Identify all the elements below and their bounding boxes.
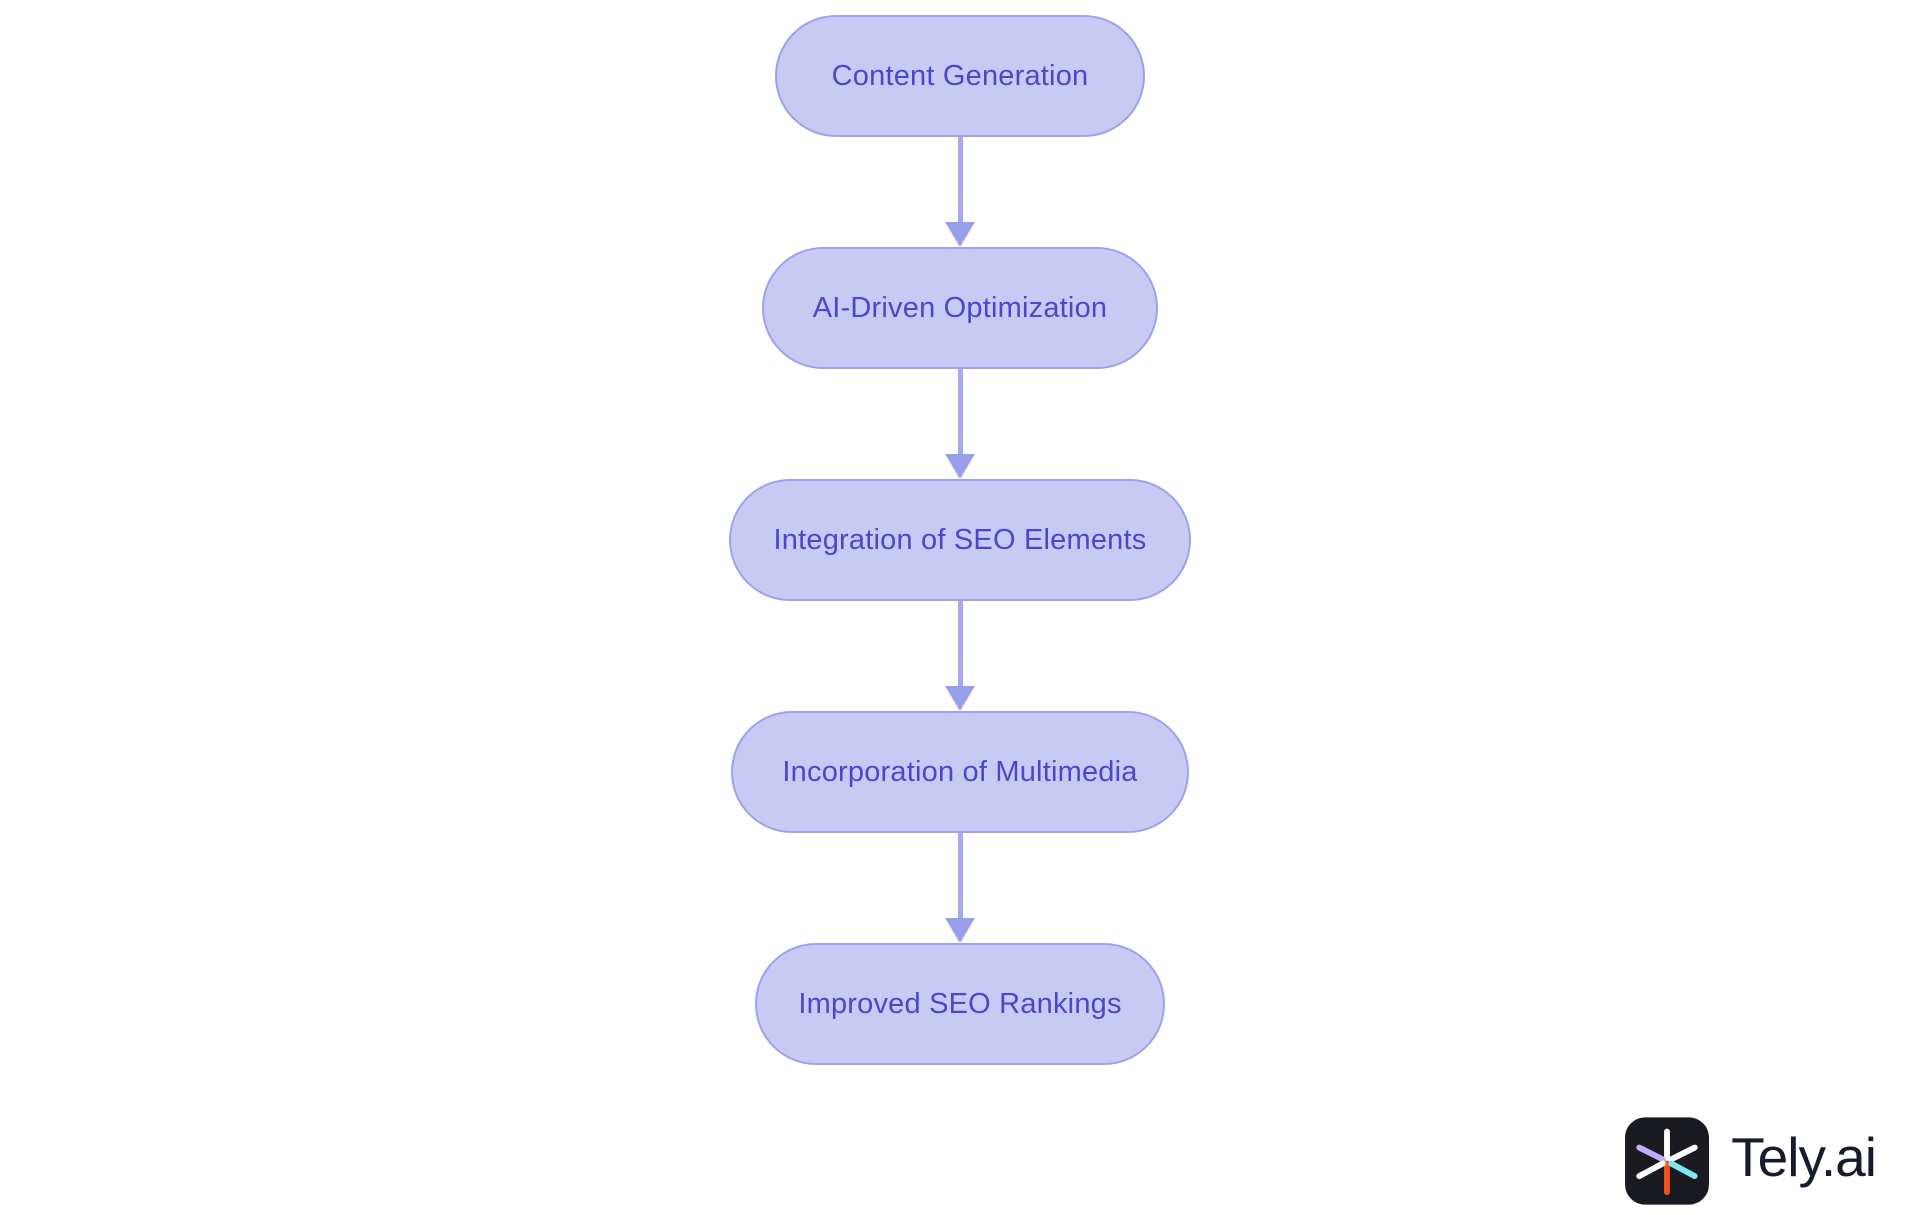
flow-arrow [945, 833, 975, 943]
flow-node-ai-driven-optimization: AI-Driven Optimization [762, 247, 1158, 369]
brand-wordmark: Tely.ai [1731, 1125, 1877, 1188]
tely-ai-logo: Tely.ai [1625, 1117, 1877, 1205]
arrow-down-icon [945, 454, 975, 479]
arrow-down-icon [945, 918, 975, 943]
node-label: Integration of SEO Elements [773, 523, 1147, 556]
flow-arrow [945, 601, 975, 711]
arrow-line [957, 601, 963, 686]
flow-node-improved-seo-rankings: Improved SEO Rankings [755, 943, 1165, 1065]
flow-node-integration-of-seo-elements: Integration of SEO Elements [729, 479, 1191, 601]
arrow-down-icon [945, 222, 975, 247]
node-label: Incorporation of Multimedia [782, 755, 1138, 788]
arrow-line [957, 833, 963, 918]
flow-node-incorporation-of-multimedia: Incorporation of Multimedia [731, 711, 1189, 833]
node-label: AI-Driven Optimization [812, 291, 1108, 324]
arrow-line [957, 369, 963, 454]
node-label: Improved SEO Rankings [798, 987, 1122, 1020]
flow-node-content-generation: Content Generation [775, 15, 1145, 137]
tely-asterisk-icon [1625, 1117, 1710, 1205]
flow-arrow [945, 137, 975, 247]
flow-arrow [945, 369, 975, 479]
node-label: Content Generation [831, 59, 1089, 92]
arrow-line [957, 137, 963, 222]
arrow-down-icon [945, 686, 975, 711]
flowchart: Content Generation AI-Driven Optimizatio… [729, 15, 1191, 1065]
